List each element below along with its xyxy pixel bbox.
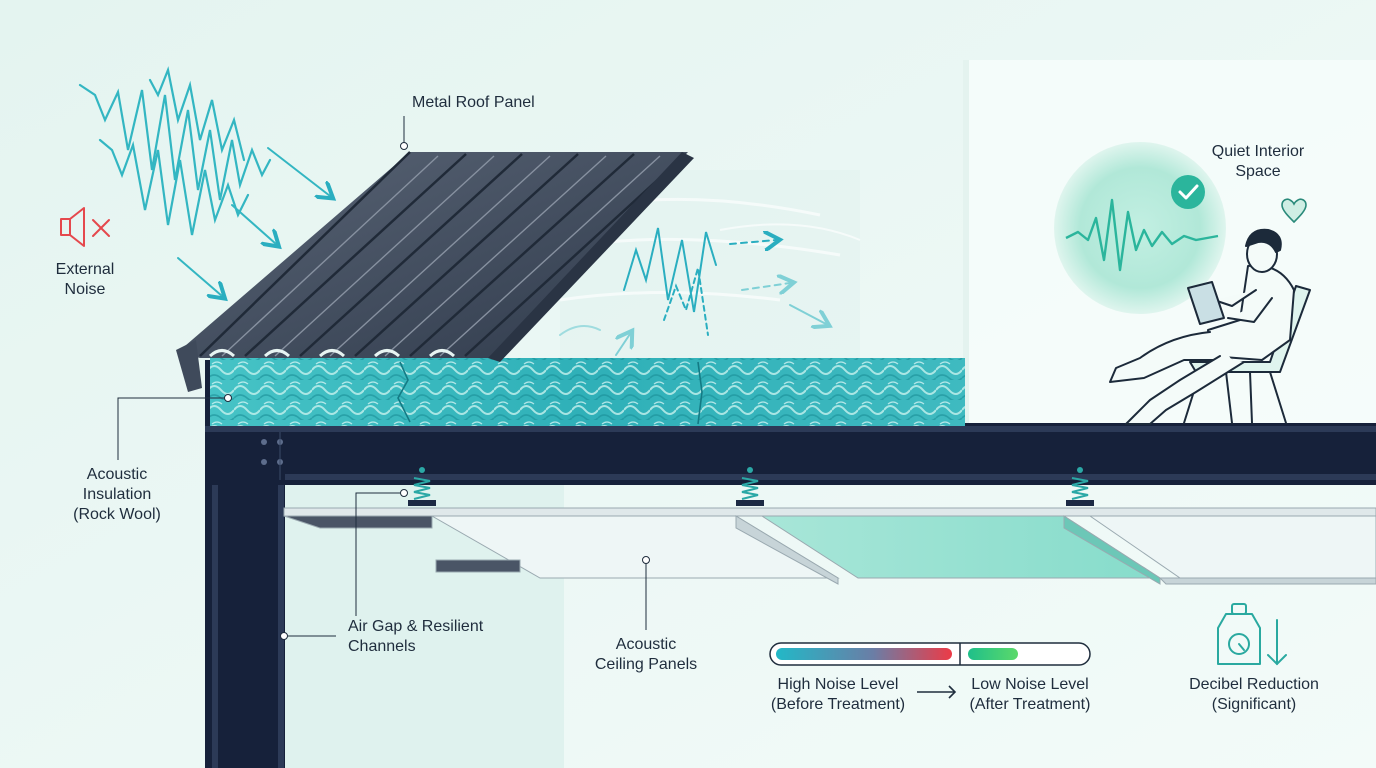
down-arrow-icon — [1267, 619, 1287, 666]
noise-level-meter — [769, 642, 1091, 666]
metal-roof-panel-label: Metal Roof Panel — [412, 94, 535, 111]
acoustic-insulation-label: Acoustic Insulation (Rock Wool) — [73, 466, 161, 523]
metal-roof-panel — [176, 151, 694, 392]
external-noise-waves — [78, 66, 330, 296]
ceiling-panels-label: Acoustic Ceiling Panels — [594, 636, 698, 673]
right-arrow-icon — [917, 685, 957, 699]
heart-icon — [1281, 198, 1307, 224]
resilient-channels — [408, 467, 1094, 506]
quiet-interior-label: Quiet Interior Space — [1211, 143, 1305, 180]
decibel-reduction-label: Decibel Reduction (Significant) — [1189, 676, 1319, 713]
callout-leaders — [117, 116, 650, 640]
person-reading-tablet — [1109, 228, 1311, 425]
high-noise-label: High Noise Level (Before Treatment) — [770, 676, 906, 713]
decibel-meter-icon — [1217, 603, 1261, 665]
acoustic-ceiling-panels — [283, 507, 1376, 585]
rock-wool-insulation — [210, 358, 965, 426]
check-icon — [1171, 175, 1205, 209]
reflected-noise-waves — [559, 227, 826, 356]
muted-speaker-icon — [60, 207, 110, 247]
window-frame — [963, 60, 969, 430]
low-noise-label: Low Noise Level (After Treatment) — [969, 676, 1091, 713]
external-noise-label: External Noise — [55, 261, 115, 298]
air-gap-label: Air Gap & Resilient Channels — [348, 618, 484, 655]
steel-beam — [205, 423, 1376, 485]
